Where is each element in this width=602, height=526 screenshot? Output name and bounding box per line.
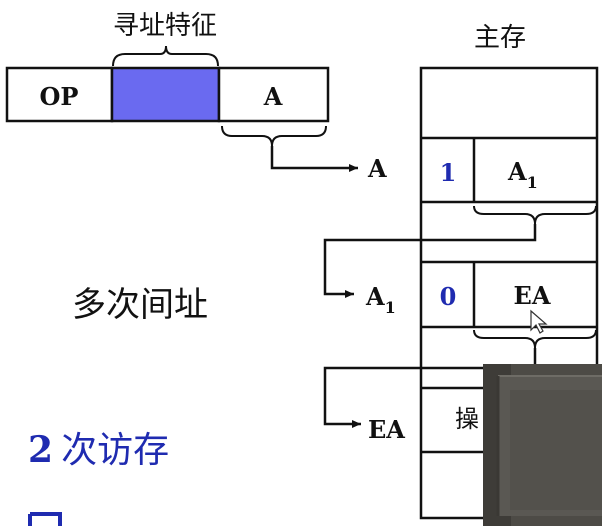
memory-row-ea: EA 操: [368, 405, 479, 444]
address-field: [217, 66, 330, 123]
main-memory-title: 主存: [474, 23, 526, 53]
memory-row-a1: A1 0 EA: [365, 281, 551, 334]
feature-brace: [112, 45, 219, 67]
arrow-to-a: [270, 146, 358, 172]
memory-address-a1: A1: [365, 282, 396, 317]
indirect-flag-0: 0: [440, 282, 457, 311]
memory-content-ea: EA: [514, 281, 551, 310]
indirect-flag-1: 1: [440, 158, 457, 187]
memory-row-a: A 1 A1: [367, 154, 538, 192]
address-field-brace: [221, 125, 327, 147]
op-label: OP: [40, 82, 79, 111]
memory-content-operand: 操: [455, 405, 479, 433]
video-overlay: [483, 364, 602, 526]
memory-address-a: A: [367, 154, 387, 183]
addressing-feature-title: 寻址特征: [113, 11, 217, 41]
cropped-glyph: [28, 512, 62, 526]
arrow-to-a1: [323, 224, 537, 298]
multiple-indirect-label: 多次间址: [72, 285, 208, 325]
addressing-feature-field: [110, 66, 221, 123]
memory-address-ea: EA: [368, 415, 405, 444]
arrow-to-ea: [323, 348, 537, 428]
memory-content-a1: A1: [507, 157, 538, 192]
address-field-label: A: [263, 82, 283, 111]
mouse-cursor-icon: [530, 309, 548, 334]
op-field: [5, 66, 114, 123]
instruction-word: OP A: [5, 66, 330, 123]
